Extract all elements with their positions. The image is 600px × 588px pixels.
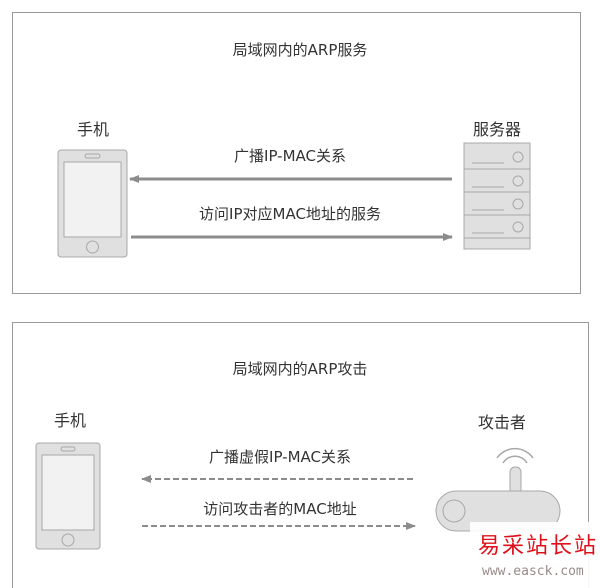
arrow-fake-broadcast-label: 广播虚假IP-MAC关系 [209,448,351,466]
panel-attack-title: 局域网内的ARP攻击 [232,360,368,378]
watermark-url: www.easck.com [482,564,584,579]
phone-label: 手机 [76,120,110,139]
phone-label-attack: 手机 [53,411,87,430]
panel-service-title: 局域网内的ARP服务 [232,41,368,59]
phone-icon [57,149,128,258]
phone-icon-attack [35,442,101,550]
arrow-access-label: 访问IP对应MAC地址的服务 [199,205,381,223]
server-icon [463,142,531,250]
panel-attack-border [12,322,589,588]
panel-service-border [12,12,581,294]
attacker-label: 攻击者 [477,413,527,432]
attacker-router-icon [435,447,561,532]
arrow-broadcast-label: 广播IP-MAC关系 [234,147,346,165]
watermark-name: 易采站长站 [478,534,599,559]
watermark: 易采站长站 www.easck.com [470,522,600,588]
server-label: 服务器 [472,120,522,139]
arrow-access-attacker-label: 访问攻击者的MAC地址 [203,500,357,518]
